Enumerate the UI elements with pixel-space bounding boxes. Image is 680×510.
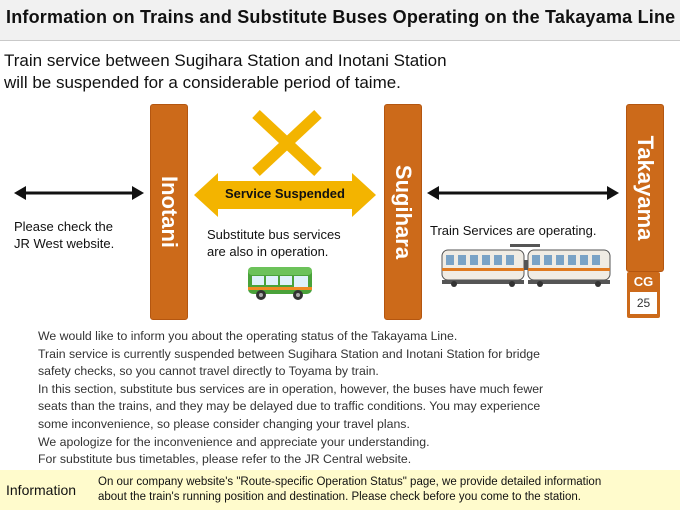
station-inotani-label: Inotani (157, 175, 182, 249)
cross-icon (252, 109, 322, 177)
information-bar: Information On our company website's "Ro… (0, 470, 680, 510)
information-label: Information (6, 482, 77, 498)
station-sugihara-label: Sugihara (391, 164, 416, 260)
suspended-label: Service Suspended (225, 186, 345, 201)
description-line: seats than the trains, and they may be d… (38, 399, 541, 414)
description-line: safety checks, so you cannot travel dire… (38, 364, 379, 379)
description-line: Train service is currently suspended bet… (38, 346, 540, 361)
double-arrow-icon (14, 186, 144, 200)
bus-note-line-2: are also in operation. (207, 244, 329, 259)
suspension-notice: Train service between Sugihara Station a… (4, 50, 447, 94)
station-inotani: Inotani (150, 104, 188, 320)
bus-note-line-1: Substitute bus services (207, 227, 341, 242)
double-arrow-icon (427, 186, 619, 200)
description-line: some inconvenience, so please consider c… (38, 416, 410, 431)
jr-west-note-line-1: Please check the (14, 219, 114, 234)
jr-west-note: Please check the JR West website. (14, 218, 114, 252)
station-code-badge: CG 25 (627, 272, 660, 318)
description-line: We would like to inform you about the op… (38, 329, 458, 343)
bus-note: Substitute bus services are also in oper… (207, 226, 341, 260)
station-takayama-label: Takayama (633, 135, 658, 241)
description-line: In this section, substitute bus services… (38, 381, 544, 396)
information-line-2: about the train's running position and d… (98, 491, 581, 503)
bus-icon (248, 267, 312, 300)
information-text: On our company website's "Route-specific… (98, 475, 601, 505)
train-note: Train Services are operating. (430, 223, 597, 238)
station-sugihara: Sugihara (384, 104, 422, 320)
status-description: We would like to inform you about the op… (38, 328, 543, 469)
station-code-number: 25 (630, 292, 657, 314)
information-line-1: On our company website's "Route-specific… (98, 476, 602, 488)
jr-west-note-line-2: JR West website. (14, 236, 115, 251)
page-title: Information on Trains and Substitute Bus… (6, 7, 676, 27)
notice-line-1: Train service between Sugihara Station a… (4, 51, 447, 70)
train-icon (441, 244, 611, 287)
page-header: Information on Trains and Substitute Bus… (0, 0, 680, 41)
description-line: We apologize for the inconvenience and a… (38, 434, 430, 449)
station-takayama: Takayama (626, 104, 664, 272)
suspended-arrow (194, 173, 376, 217)
description-line: For substitute bus timetables, please re… (38, 452, 412, 467)
notice-line-2: will be suspended for a considerable per… (4, 73, 401, 92)
station-code-line: CG (633, 274, 654, 289)
